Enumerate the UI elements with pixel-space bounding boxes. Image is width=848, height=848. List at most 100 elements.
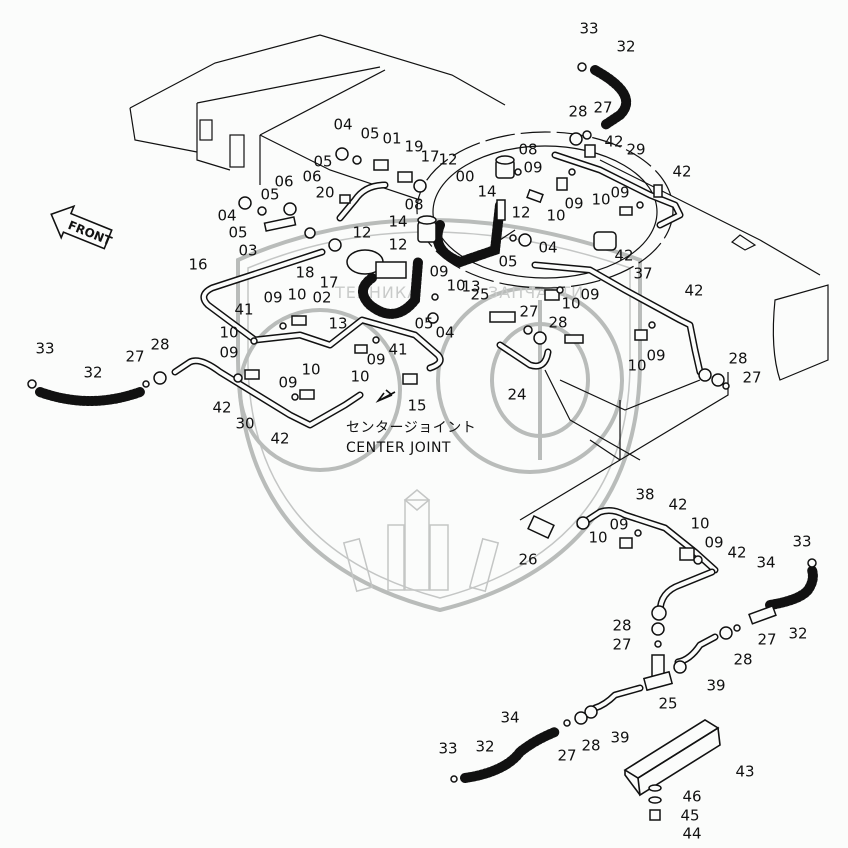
callout-28: 28 (728, 350, 747, 368)
callout-09: 09 (366, 351, 385, 369)
callout-15: 15 (407, 397, 426, 415)
caption-center-joint-jp: センタージョイント (346, 420, 476, 436)
callout-45: 45 (680, 807, 699, 825)
callout-34: 34 (756, 554, 775, 572)
callout-06: 06 (302, 168, 321, 186)
callout-46: 46 (682, 788, 701, 806)
callout-10: 10 (301, 361, 320, 379)
callout-09: 09 (523, 159, 542, 177)
callout-13: 13 (461, 278, 480, 296)
callout-32: 32 (788, 625, 807, 643)
pipe-39-upper (674, 633, 719, 666)
hose-32-top (590, 65, 632, 130)
front-arrow-label: FRONT (66, 218, 115, 248)
callout-28: 28 (733, 651, 752, 669)
callout-32: 32 (616, 38, 635, 56)
hose-13b (432, 200, 505, 268)
callout-17: 17 (420, 148, 439, 166)
callout-04: 04 (333, 116, 352, 134)
pipe-16 (200, 248, 444, 372)
callout-05: 05 (313, 153, 332, 171)
hose-13 (358, 257, 423, 319)
callout-05: 05 (228, 224, 247, 242)
callout-29: 29 (626, 141, 645, 159)
watermark-text-left: ТЕХНИКА (334, 283, 419, 302)
callout-09: 09 (610, 184, 629, 202)
callout-01: 01 (382, 130, 401, 148)
callout-39: 39 (706, 677, 725, 695)
callout-30: 30 (235, 415, 254, 433)
callout-27: 27 (557, 747, 576, 765)
callout-05: 05 (414, 315, 433, 333)
callout-09: 09 (263, 289, 282, 307)
hose-32-right (765, 565, 818, 610)
callout-09: 09 (646, 347, 665, 365)
front-arrow-icon: FRONT (50, 204, 115, 250)
callout-42: 42 (604, 133, 623, 151)
callout-34: 34 (500, 709, 519, 727)
callout-16: 16 (188, 256, 207, 274)
callout-14: 14 (388, 213, 407, 231)
callout-09: 09 (564, 195, 583, 213)
callout-05: 05 (360, 125, 379, 143)
callout-27: 27 (125, 348, 144, 366)
callout-14: 14 (477, 183, 496, 201)
pipe-24 (496, 341, 641, 461)
callout-27: 27 (519, 303, 538, 321)
callout-28: 28 (568, 103, 587, 121)
callout-33: 33 (438, 740, 457, 758)
callout-10: 10 (350, 368, 369, 386)
callout-27: 27 (757, 631, 776, 649)
callout-42: 42 (668, 496, 687, 514)
callout-02: 02 (312, 289, 331, 307)
callout-42: 42 (212, 399, 231, 417)
callout-06: 06 (274, 173, 293, 191)
callout-33: 33 (35, 340, 54, 358)
callout-10: 10 (690, 515, 709, 533)
callout-25: 25 (658, 695, 677, 713)
callout-17: 17 (319, 274, 338, 292)
callout-33: 33 (579, 20, 598, 38)
callout-08: 08 (518, 141, 537, 159)
pipe-38b (656, 568, 716, 616)
callout-19: 19 (404, 138, 423, 156)
center-joint-arrow-icon (375, 389, 396, 403)
pipe-20 (336, 181, 389, 222)
callout-27: 27 (612, 636, 631, 654)
bracket-43 (623, 719, 721, 821)
callout-26: 26 (518, 551, 537, 569)
callout-27: 27 (593, 99, 612, 117)
hose-32-left (35, 387, 145, 406)
callout-12: 12 (352, 224, 371, 242)
callout-04: 04 (538, 239, 557, 257)
callout-27: 27 (742, 369, 761, 387)
callout-13: 13 (328, 315, 347, 333)
callout-41: 41 (388, 341, 407, 359)
callout-09: 09 (609, 516, 628, 534)
swing-ring (416, 131, 674, 289)
callout-05: 05 (260, 186, 279, 204)
pipe-38 (576, 507, 719, 574)
callout-09: 09 (219, 344, 238, 362)
callout-03: 03 (238, 242, 257, 260)
callout-09: 09 (580, 286, 599, 304)
watermark-shield: ТЕХНИКА ЗАПЧАСТИ (236, 218, 642, 613)
callout-25: 25 (470, 286, 489, 304)
callout-05: 05 (498, 253, 517, 271)
pipe-29 (551, 151, 684, 229)
callout-41: 41 (234, 301, 253, 319)
callout-12: 12 (511, 204, 530, 222)
callout-04: 04 (435, 324, 454, 342)
callout-12: 12 (438, 151, 457, 169)
callout-38: 38 (635, 486, 654, 504)
callout-33: 33 (792, 533, 811, 551)
callout-42: 42 (270, 430, 289, 448)
callout-43: 43 (735, 763, 754, 781)
callout-39: 39 (610, 729, 629, 747)
callout-09: 09 (278, 374, 297, 392)
callout-10: 10 (627, 357, 646, 375)
callout-32: 32 (83, 364, 102, 382)
pipe-39-lower (591, 684, 644, 712)
